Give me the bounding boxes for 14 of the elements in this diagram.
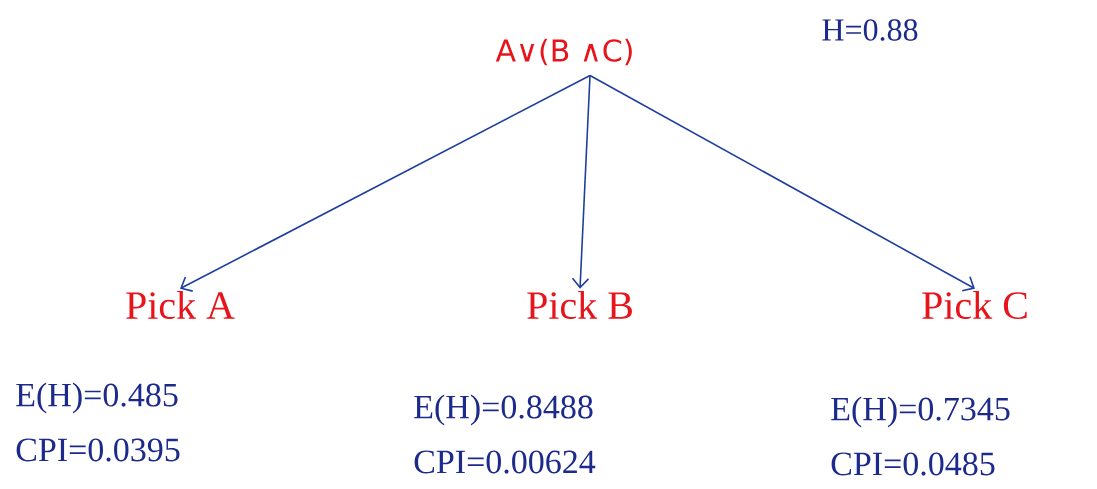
score-text: E(H)=0.7345 — [831, 396, 1010, 428]
formula-text: A∨(B ∧C) — [495, 38, 632, 66]
arrow — [571, 74, 591, 289]
value-label: H=0.88 — [822, 19, 918, 41]
option-label: Pick A — [126, 290, 235, 320]
score-text: E(H)=0.485 — [16, 382, 178, 414]
score-text: CPI=0.0485 — [831, 452, 995, 476]
arrow — [180, 74, 591, 292]
score-text: E(H)=0.8488 — [414, 394, 593, 426]
score-text: CPI=0.00624 — [414, 450, 596, 474]
arrow — [589, 74, 975, 292]
option-label: Pick B — [527, 290, 632, 320]
option-label: Pick C — [922, 290, 1027, 320]
score-text: CPI=0.0395 — [16, 438, 180, 462]
